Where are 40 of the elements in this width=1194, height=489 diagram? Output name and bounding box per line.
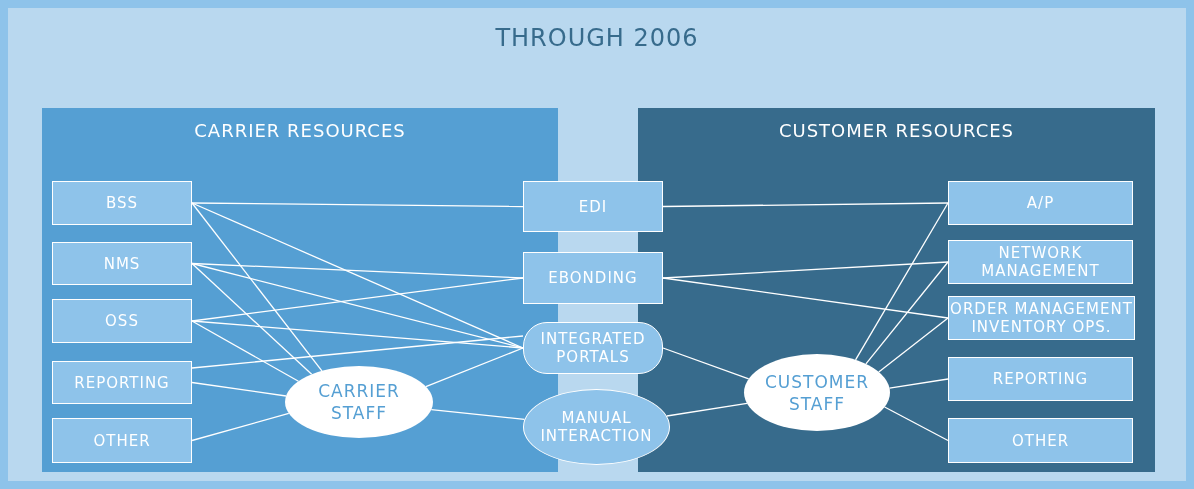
system-box: NETWORK MANAGEMENT bbox=[948, 240, 1133, 284]
system-box: EDI bbox=[523, 181, 663, 232]
connector-line bbox=[191, 202, 524, 208]
system-box: NMS bbox=[52, 242, 192, 285]
connector-line bbox=[662, 277, 949, 319]
connector-line bbox=[883, 406, 949, 442]
connector-line bbox=[191, 320, 300, 382]
connector-line bbox=[662, 202, 949, 208]
system-box: OSS bbox=[52, 299, 192, 343]
connector-line bbox=[191, 412, 290, 442]
connector-line bbox=[878, 317, 949, 373]
system-box: BSS bbox=[52, 181, 192, 225]
connector-line bbox=[191, 335, 524, 369]
connector-line bbox=[662, 347, 750, 380]
connector-line bbox=[191, 202, 524, 349]
system-box: OTHER bbox=[52, 418, 192, 463]
panel-title: CUSTOMER RESOURCES bbox=[777, 120, 1016, 141]
system-box: OTHER bbox=[948, 418, 1133, 463]
staff-oval: CARRIER STAFF bbox=[285, 366, 433, 438]
connector-line bbox=[191, 202, 323, 372]
connector-line bbox=[430, 408, 526, 421]
connector-line bbox=[666, 402, 748, 417]
connector-line bbox=[662, 261, 949, 279]
connector-line bbox=[191, 381, 287, 397]
system-box: REPORTING bbox=[948, 357, 1133, 401]
connector-line bbox=[191, 320, 524, 349]
connector-line bbox=[191, 277, 524, 322]
diagram-title: THROUGH 2006 bbox=[494, 24, 700, 52]
connector-line bbox=[854, 202, 949, 361]
system-box: ORDER MANAGEMENT INVENTORY OPS. bbox=[948, 296, 1135, 340]
staff-oval: CUSTOMER STAFF bbox=[744, 354, 890, 431]
connector-line bbox=[425, 347, 524, 388]
system-box: A/P bbox=[948, 181, 1133, 225]
connector-line bbox=[191, 262, 313, 375]
system-box: EBONDING bbox=[523, 252, 663, 304]
rounded-box: INTEGRATED PORTALS bbox=[523, 322, 663, 374]
system-box: REPORTING bbox=[52, 361, 192, 404]
panel-title: CARRIER RESOURCES bbox=[193, 120, 407, 141]
connector-line bbox=[865, 261, 949, 365]
connector-line bbox=[888, 378, 949, 389]
